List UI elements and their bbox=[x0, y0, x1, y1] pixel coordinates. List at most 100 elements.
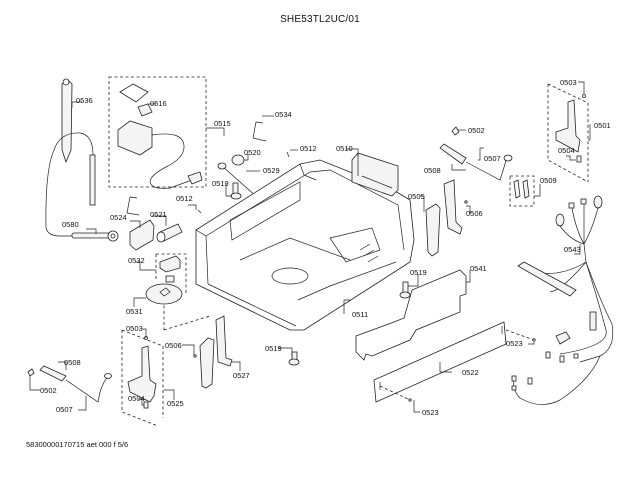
part-label[interactable]: 0504 bbox=[128, 394, 145, 403]
part-label[interactable]: 0529 bbox=[263, 166, 280, 175]
part-label[interactable]: 0506 bbox=[466, 209, 483, 218]
part-0520 bbox=[231, 154, 245, 166]
part-label[interactable]: 0522 bbox=[462, 368, 479, 377]
part-label[interactable]: 0502 bbox=[468, 126, 485, 135]
part-label[interactable]: 0501 bbox=[594, 121, 611, 130]
part-0541-panel bbox=[355, 269, 467, 361]
part-0529-end bbox=[217, 162, 227, 170]
part-label[interactable]: 0532 bbox=[128, 256, 145, 265]
part-label[interactable]: 0507 bbox=[56, 405, 73, 414]
part-label[interactable]: 0580 bbox=[62, 220, 79, 229]
part-0501-hinge bbox=[555, 94, 586, 163]
leader-0512-left bbox=[188, 204, 197, 210]
leader-0521 bbox=[152, 215, 167, 226]
part-0580 bbox=[71, 230, 119, 242]
part-0527-bracket bbox=[193, 315, 233, 389]
part-0531-disc bbox=[145, 283, 183, 305]
part-label[interactable]: 0502 bbox=[40, 386, 57, 395]
part-label[interactable]: 0516 bbox=[150, 99, 167, 108]
part-label[interactable]: 0524 bbox=[110, 213, 127, 222]
part-0512-screw-top bbox=[286, 151, 290, 158]
part-0534-top bbox=[252, 121, 267, 142]
part-0524 bbox=[129, 219, 155, 251]
leader-0522 bbox=[439, 362, 452, 373]
axis-line-2 bbox=[163, 315, 211, 331]
part-0523-guide-a bbox=[379, 385, 411, 401]
part-label[interactable]: 0519 bbox=[265, 344, 282, 353]
part-label[interactable]: 0534 bbox=[275, 110, 292, 119]
part-0507-right-wire bbox=[465, 159, 507, 181]
part-0516-junction-box bbox=[117, 83, 203, 189]
group-box-0509 bbox=[509, 175, 535, 207]
part-0507-left-wire bbox=[65, 376, 109, 403]
leader-0507-left bbox=[78, 396, 87, 411]
part-0519-screw-mid bbox=[288, 351, 300, 366]
leader-0519-top bbox=[225, 184, 232, 197]
part-label[interactable]: 0508 bbox=[424, 166, 441, 175]
part-0511-base bbox=[195, 159, 415, 331]
part-0507-right-sensor bbox=[503, 154, 513, 162]
part-label[interactable]: 0505 bbox=[408, 192, 425, 201]
group-box-0532 bbox=[156, 253, 187, 293]
leader-0525 bbox=[164, 389, 175, 400]
part-0519-screw-right bbox=[399, 281, 411, 299]
leader-0536 bbox=[71, 101, 82, 108]
part-label[interactable]: 0536 bbox=[76, 96, 93, 105]
part-label[interactable]: 0511 bbox=[352, 310, 368, 319]
part-label[interactable]: 0504 bbox=[558, 146, 575, 155]
part-label[interactable]: 0503 bbox=[126, 324, 143, 333]
group-box-0525-right bbox=[121, 329, 164, 418]
part-0508-right bbox=[439, 143, 467, 165]
part-0509-b bbox=[522, 179, 530, 199]
part-label[interactable]: 0512 bbox=[300, 144, 317, 153]
part-label[interactable]: 0510 bbox=[336, 144, 353, 153]
part-label[interactable]: 0521 bbox=[150, 210, 167, 219]
leader-0531 bbox=[133, 297, 146, 307]
part-0519-screw-top bbox=[230, 182, 242, 200]
part-label[interactable]: 0531 bbox=[126, 307, 143, 316]
part-label[interactable]: 0519 bbox=[410, 268, 427, 277]
part-label[interactable]: 0520 bbox=[244, 148, 261, 157]
part-0532-b bbox=[165, 275, 175, 283]
part-0507-left-sensor bbox=[104, 373, 112, 379]
leader-0511 bbox=[343, 299, 350, 314]
leader-0520 bbox=[244, 154, 249, 161]
leader-0508-left bbox=[58, 361, 67, 370]
leader-0524 bbox=[130, 220, 141, 228]
leader-0507-right bbox=[478, 147, 484, 161]
part-0543-wire-harness bbox=[511, 195, 614, 405]
leader-0519-right bbox=[408, 274, 419, 287]
part-label[interactable]: 0507 bbox=[484, 154, 501, 163]
part-0509-a bbox=[513, 179, 521, 199]
leader-0541 bbox=[466, 270, 471, 283]
part-0523-screw-b bbox=[532, 338, 536, 342]
leader-0519-mid bbox=[278, 347, 293, 356]
part-0505-bracket bbox=[443, 179, 463, 235]
part-label[interactable]: 0523 bbox=[422, 408, 439, 417]
part-label[interactable]: 0506 bbox=[165, 341, 182, 350]
leader-0510 bbox=[346, 148, 359, 156]
part-label[interactable]: 0509 bbox=[540, 176, 557, 185]
leader-0515 bbox=[206, 127, 225, 136]
leader-0504-left bbox=[138, 398, 144, 406]
part-0532-a bbox=[159, 255, 181, 273]
part-label[interactable]: 0515 bbox=[214, 119, 231, 128]
part-label[interactable]: 0519 bbox=[212, 179, 229, 188]
part-label[interactable]: 0508 bbox=[64, 358, 81, 367]
part-label[interactable]: 0512 bbox=[176, 194, 193, 203]
group-box-0516 bbox=[108, 76, 207, 188]
part-0536-rod bbox=[45, 78, 100, 237]
part-label[interactable]: 0525 bbox=[167, 399, 184, 408]
part-label[interactable]: 0543 bbox=[564, 245, 581, 254]
part-0502-left bbox=[27, 368, 35, 377]
part-label[interactable]: 0541 bbox=[470, 264, 487, 273]
group-box-0501-left bbox=[547, 84, 589, 183]
part-label[interactable]: 0523 bbox=[506, 339, 523, 348]
part-label[interactable]: 0503 bbox=[560, 78, 577, 87]
part-label[interactable]: 0527 bbox=[233, 371, 250, 380]
part-0505-hinge bbox=[425, 203, 441, 257]
leader-0508-right bbox=[451, 164, 466, 171]
leader-0509 bbox=[534, 184, 541, 197]
leader-0543 bbox=[574, 244, 581, 255]
